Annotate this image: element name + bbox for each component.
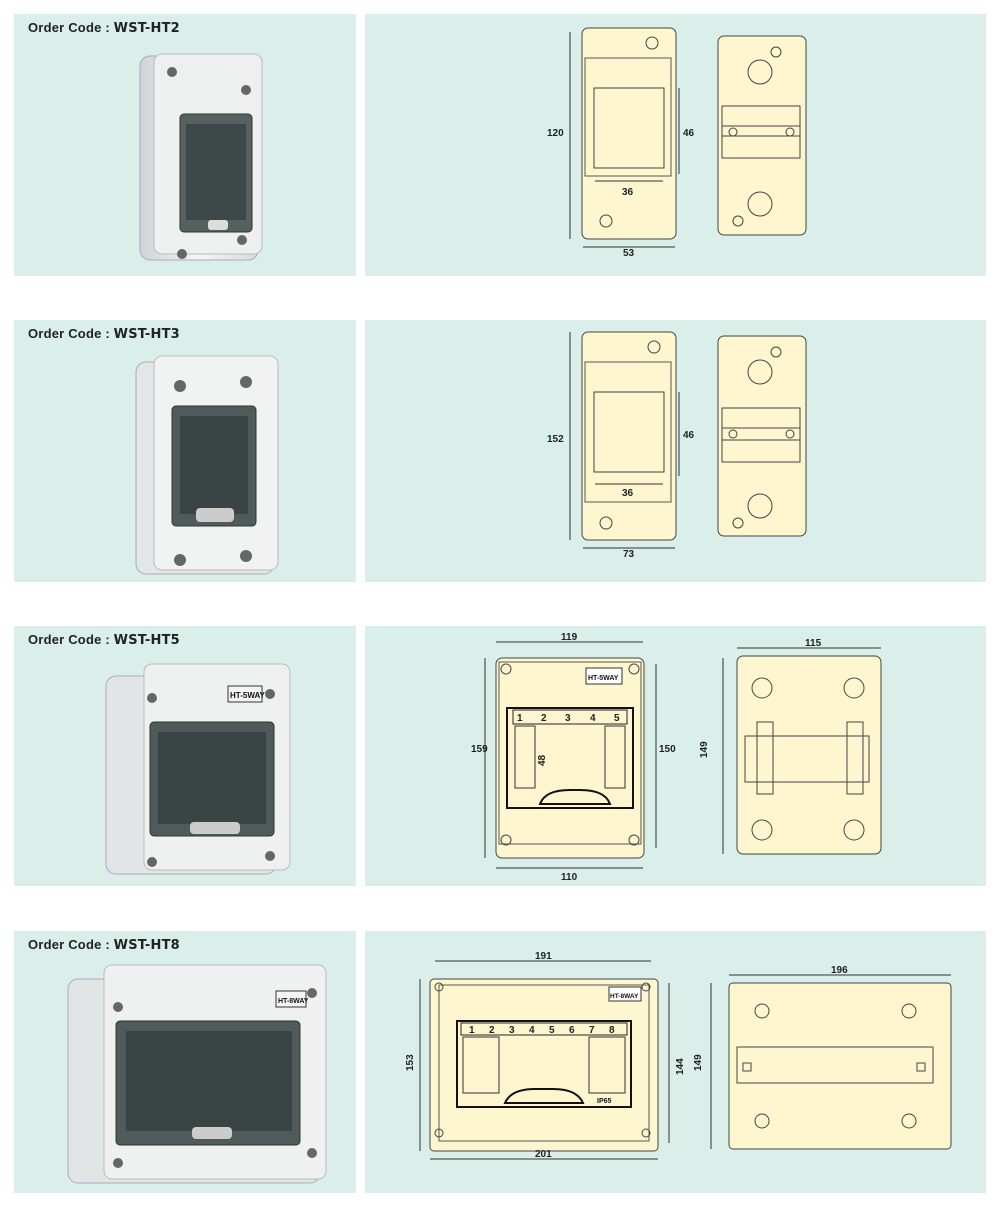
module-number-strip: 1 2 3 4 5 6 7 8 [469,1025,615,1036]
dimension-drawing-panel: 152 46 36 73 [365,320,986,582]
order-code-value: WST-HT5 [113,633,180,648]
dim-right-height: 150 [659,744,676,755]
order-code-label: Order Code : WST-HT3 [28,326,180,342]
dimension-drawing-ht8: 191 153 144 HT-8WAY 1 2 3 4 5 6 7 [405,951,952,1160]
dim-width: 53 [623,248,635,259]
dimension-drawing-panel: 120 46 36 53 [365,14,986,276]
module-number-strip: 1 2 3 4 5 [517,713,620,724]
dim-left-height: 159 [471,744,488,755]
dim-bottom-width: 110 [561,872,578,883]
product-image-ht3 [135,355,279,575]
dimension-drawing-ht5: 119 159 150 HT-5WAY 1 2 3 4 5 4 [471,632,882,883]
module-number: 3 [509,1025,515,1036]
dimension-drawing-ht2: 120 46 36 53 [547,27,807,259]
dim-bottom-width: 201 [535,1149,552,1160]
product-row-ht5: Order Code : WST-HT5 HT-5WAY 119 159 150 [14,626,986,886]
module-number: 4 [529,1025,535,1036]
module-number: 3 [565,713,571,724]
order-code-prefix: Order Code : [28,326,110,341]
dim-height: 152 [547,434,564,445]
dim-width: 73 [623,549,635,560]
product-photo-panel: Order Code : WST-HT2 [14,14,356,276]
dim-back-width: 115 [805,638,822,649]
order-code-prefix: Order Code : [28,20,110,35]
order-code-label: Order Code : WST-HT5 [28,632,180,648]
module-number: 5 [549,1025,555,1036]
dimension-drawing-ht3: 152 46 36 73 [547,331,807,560]
dim-back-height: 149 [699,741,710,758]
drawing-badge-label: HT-8WAY [610,993,639,1000]
product-photo-panel: Order Code : WST-HT5 HT-5WAY [14,626,356,886]
badge-label: HT-5WAY [230,691,265,700]
order-code-label: Order Code : WST-HT8 [28,937,180,953]
dim-module-height: 46 [683,128,695,139]
order-code-value: WST-HT8 [113,938,180,953]
product-image-ht5: HT-5WAY [105,663,291,875]
product-row-ht2: Order Code : WST-HT2 [14,14,986,276]
order-code-prefix: Order Code : [28,937,110,952]
dim-left-height: 153 [405,1054,416,1071]
dim-back-width: 196 [831,965,848,976]
dim-inner-height: 48 [537,754,548,766]
dim-right-height: 144 [675,1058,686,1075]
order-code-label: Order Code : WST-HT2 [28,20,180,36]
product-photo-panel: Order Code : WST-HT8 HT-8WAY [14,931,356,1193]
order-code-value: WST-HT3 [113,327,180,342]
ip-rating-label: IP65 [597,1098,612,1105]
dim-module-height: 46 [683,430,695,441]
dim-back-height: 149 [693,1054,704,1071]
dimension-drawing-panel: 119 159 150 HT-5WAY 1 2 3 4 5 4 [365,626,986,886]
product-photo-panel: Order Code : WST-HT3 [14,320,356,582]
product-image-ht2 [139,53,263,261]
dim-top-width: 191 [535,951,552,962]
dimension-drawing-panel: 191 153 144 HT-8WAY 1 2 3 4 5 6 7 [365,931,986,1193]
dim-module-width: 36 [622,488,634,499]
module-number: 6 [569,1025,575,1036]
product-image-ht8: HT-8WAY [67,964,327,1184]
module-number: 2 [541,713,547,724]
module-number: 2 [489,1025,495,1036]
module-number: 8 [609,1025,615,1036]
order-code-prefix: Order Code : [28,632,110,647]
dim-top-width: 119 [561,632,578,643]
dim-height: 120 [547,128,564,139]
drawing-badge-label: HT-5WAY [588,675,619,682]
badge-label: HT-8WAY [278,998,309,1005]
module-number: 5 [614,713,620,724]
product-row-ht3: Order Code : WST-HT3 152 46 36 7 [14,320,986,582]
module-number: 7 [589,1025,595,1036]
product-row-ht8: Order Code : WST-HT8 HT-8WAY 191 153 144 [14,931,986,1193]
module-number: 1 [469,1025,475,1036]
dim-module-width: 36 [622,187,634,198]
module-number: 1 [517,713,523,724]
order-code-value: WST-HT2 [113,21,180,36]
module-number: 4 [590,713,596,724]
